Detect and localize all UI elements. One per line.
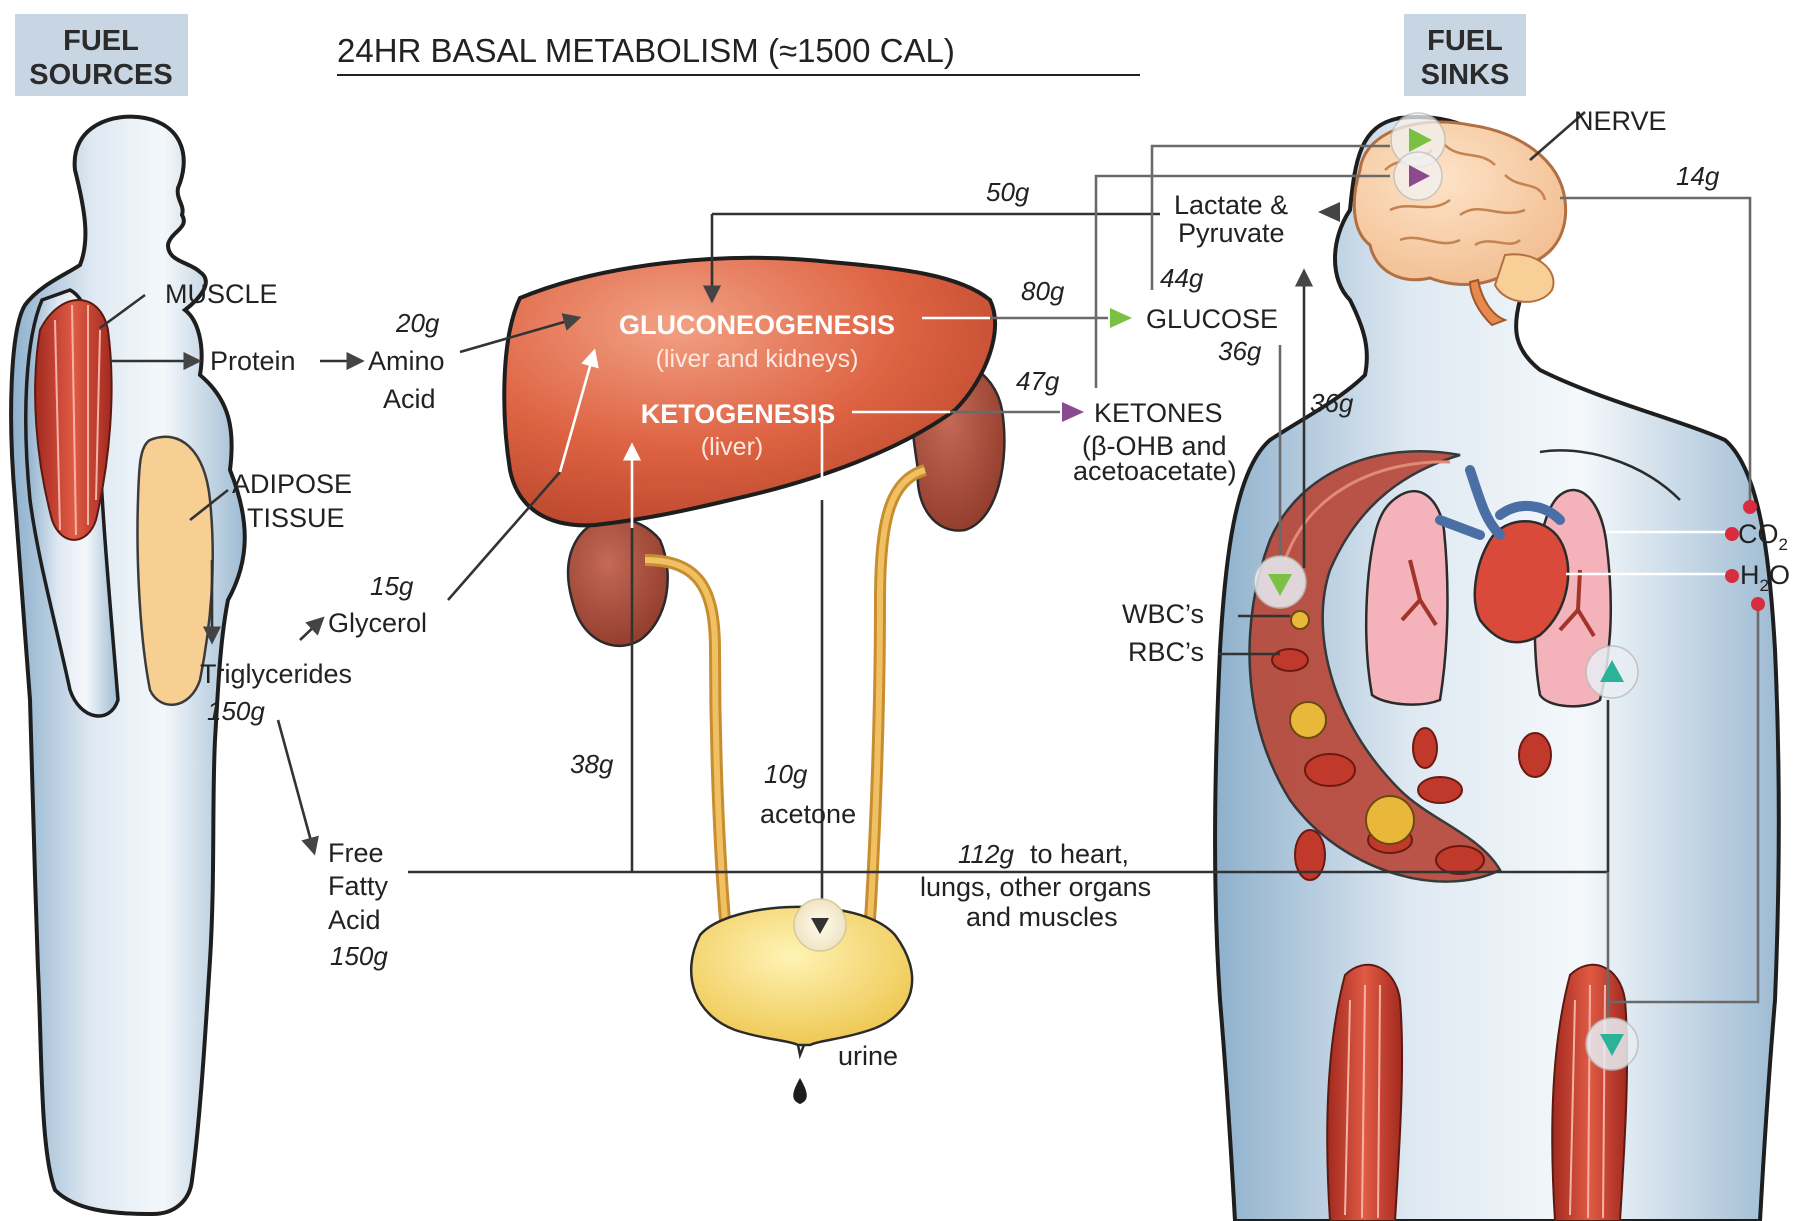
amino-acid-label-2: Acid (383, 384, 436, 414)
ketones-label-3: acetoacetate) (1073, 456, 1237, 486)
triglycerides-amount: 150g (207, 696, 265, 726)
ketones-label-1: KETONES (1094, 398, 1223, 428)
ketone-arrow-icon (1062, 402, 1084, 422)
fuel-sinks-badge: FUEL SINKS (1404, 14, 1526, 96)
urine-drop-icon (793, 1078, 807, 1104)
amino-acid-amount: 20g (395, 308, 440, 338)
free-fatty-acid-label-3: Acid (328, 905, 381, 935)
co2-label: CO2 (1738, 519, 1788, 554)
nerve-glucose-amount: 44g (1160, 263, 1204, 293)
glycerol-label: Glycerol (328, 608, 427, 638)
fuel-sources-line2: SOURCES (29, 59, 172, 91)
fuel-sinks-line1: FUEL (1427, 25, 1503, 57)
gluconeogenesis-sublabel: (liver and kidneys) (656, 345, 859, 373)
blood-glucose-amount: 36g (1218, 336, 1262, 366)
lactate-amount: 50g (986, 177, 1030, 207)
fuel-sources-badge: FUEL SOURCES (15, 14, 188, 96)
heart-label-3: and muscles (966, 902, 1118, 932)
rbc-label: RBC’s (1128, 637, 1204, 667)
triglycerides-label: Triglycerides (200, 659, 352, 689)
blood-lactate-amount: 36g (1310, 388, 1354, 418)
nerve-ketones-amount: 14g (1676, 161, 1720, 191)
flow-lines (99, 111, 1760, 1030)
h2o-label: H2O (1740, 560, 1790, 595)
heart-label-1: to heart, (1030, 839, 1129, 869)
adipose-label-1: ADIPOSE (232, 469, 352, 499)
urine-label: urine (838, 1041, 898, 1071)
upper-arm-muscle (34, 299, 113, 541)
free-fatty-acid-amount: 150g (330, 941, 388, 971)
glucose-amount: 80g (1021, 276, 1065, 306)
glycerol-amount: 15g (370, 571, 414, 601)
glucose-label: GLUCOSE (1146, 304, 1278, 334)
red-blood-cells (1271, 648, 1552, 881)
ketones-label-2: (β-OHB and (1082, 431, 1227, 461)
lactate-label-1: Lactate & (1174, 190, 1288, 220)
protein-label: Protein (210, 346, 296, 376)
acetone-amount: 10g (764, 759, 808, 789)
glucose-arrow-icon (1110, 308, 1132, 328)
lactate-label-2: Pyruvate (1178, 218, 1285, 248)
ketones-amount: 47g (1016, 366, 1060, 396)
adipose-label-2: TISSUE (247, 503, 345, 533)
acetone-label: acetone (760, 799, 856, 829)
adipose-tissue-shape (136, 435, 214, 706)
ureters (644, 464, 927, 921)
flow-markers (793, 112, 1765, 1071)
heart-ffa-amount: 112g (958, 839, 1014, 869)
wbc-label: WBC’s (1122, 599, 1204, 629)
ketogenesis-sublabel: (liver) (701, 433, 764, 461)
muscle-label: MUSCLE (165, 279, 278, 309)
nerve-label: NERVE (1574, 106, 1667, 136)
heart (1435, 465, 1570, 644)
free-fatty-acid-label-2: Fatty (328, 871, 389, 901)
ketogenesis-ffa-amount: 38g (570, 749, 614, 779)
ketogenesis-label: KETOGENESIS (641, 399, 836, 429)
fuel-sources-line1: FUEL (63, 25, 139, 57)
fuel-sinks-line2: SINKS (1421, 59, 1510, 91)
free-fatty-acid-label-1: Free (328, 838, 384, 868)
amino-acid-label-1: Amino (368, 346, 445, 376)
heart-label-2: lungs, other organs (920, 872, 1151, 902)
gluconeogenesis-label: GLUCONEOGENESIS (619, 310, 895, 340)
white-blood-cells (1289, 610, 1415, 845)
page-title: 24HR BASAL METABOLISM (≈1500 CAL) (337, 32, 955, 69)
svg-text:CO2: CO2 (1738, 519, 1788, 554)
right-body-figure (1213, 115, 1781, 1221)
svg-text:H2O: H2O (1740, 560, 1790, 595)
